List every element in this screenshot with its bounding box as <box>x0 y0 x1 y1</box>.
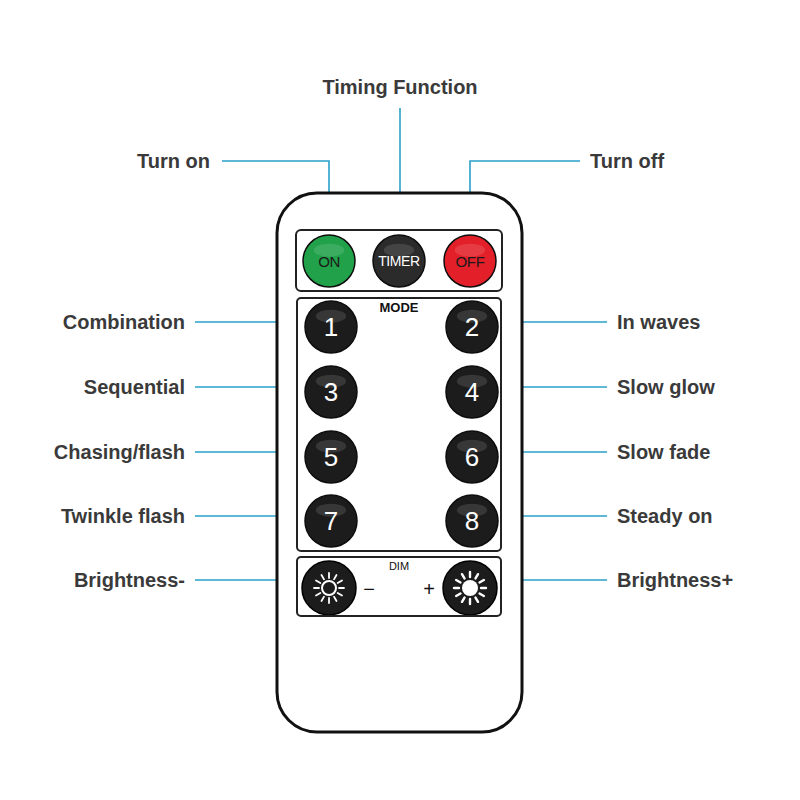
callout-label: Sequential <box>84 377 185 397</box>
button-circle <box>305 301 357 353</box>
callout-label: Slow fade <box>617 442 710 462</box>
mode-button: 2 <box>445 300 499 354</box>
button-label: 5 <box>324 444 338 470</box>
sun-ray <box>480 594 484 597</box>
button-circle <box>446 431 498 483</box>
button-circle <box>446 366 498 418</box>
dim-down-button <box>302 561 356 615</box>
mode-button: 1 <box>304 300 358 354</box>
button-label: 6 <box>465 444 479 470</box>
sun-ray <box>322 597 325 601</box>
button-circle <box>303 235 355 287</box>
callout-label: Brightness- <box>74 570 185 590</box>
remote-housing <box>277 193 522 732</box>
sun-ray <box>339 587 344 589</box>
sun-ray <box>316 593 320 596</box>
callout-label: Turn off <box>590 151 664 171</box>
mode-button: 3 <box>304 365 358 419</box>
panel-label: DIM <box>389 561 409 572</box>
button-label: TIMER <box>378 254 420 268</box>
button-label: 1 <box>324 314 338 340</box>
sun-ray <box>334 575 337 579</box>
callout-label: Chasing/flash <box>54 442 185 462</box>
callout-label: Slow glow <box>617 377 715 397</box>
sun-ray <box>334 597 337 601</box>
sun-ray <box>469 572 471 577</box>
sun-ray <box>314 587 319 589</box>
power-button-frame <box>296 230 502 291</box>
sun-ray <box>322 575 325 579</box>
sun-ray <box>476 574 479 578</box>
sun-ray <box>456 580 460 583</box>
button-circle <box>446 495 498 547</box>
callout-label: Twinkle flash <box>61 506 185 526</box>
button-label: 2 <box>465 314 479 340</box>
sun-ray <box>338 593 342 596</box>
sun-ray <box>462 598 465 602</box>
button-label: ON <box>318 254 340 269</box>
mode-panel: MODE 1 2 3 4 5 6 7 8 <box>296 297 502 552</box>
button-circle <box>444 235 496 287</box>
sun-ray <box>338 581 342 584</box>
callout-label: Combination <box>63 312 185 332</box>
dim-panel: DIM − + <box>296 556 502 617</box>
off-button: OFF <box>443 234 497 288</box>
sun-ray <box>456 594 460 597</box>
sun-ray <box>328 598 330 603</box>
panel-label: + <box>423 579 435 599</box>
callout-label: Turn on <box>137 151 210 171</box>
panel-label: MODE <box>380 301 419 314</box>
button-circle <box>305 495 357 547</box>
sun-ray <box>476 598 479 602</box>
sun-ray <box>316 581 320 584</box>
button-circle <box>305 366 357 418</box>
callout-label: Timing Function <box>322 77 477 97</box>
sun-ray <box>481 587 486 589</box>
sun-icon-filled <box>454 572 486 604</box>
button-circle <box>305 431 357 483</box>
callout-label: Brightness+ <box>617 570 733 590</box>
sun-ray <box>469 599 471 604</box>
button-circle <box>373 235 425 287</box>
button-label: 8 <box>465 508 479 534</box>
button-label: 7 <box>324 508 338 534</box>
mode-button: 5 <box>304 430 358 484</box>
callout-label: Steady on <box>617 506 713 526</box>
sun-ray <box>462 574 465 578</box>
button-label: OFF <box>456 254 485 269</box>
sun-ray <box>454 587 459 589</box>
mode-button: 6 <box>445 430 499 484</box>
button-circle <box>446 301 498 353</box>
mode-button: 8 <box>445 494 499 548</box>
on-button: ON <box>302 234 356 288</box>
timer-button: TIMER <box>372 234 426 288</box>
sun-icon-outline <box>314 573 344 603</box>
panel-label: − <box>363 579 375 599</box>
sun-ray <box>328 573 330 578</box>
mode-button: 4 <box>445 365 499 419</box>
button-label: 3 <box>324 379 338 405</box>
dim-up-button <box>443 561 497 615</box>
sun-ray <box>480 580 484 583</box>
button-label: 4 <box>465 379 479 405</box>
callout-label: In waves <box>617 312 700 332</box>
mode-button: 7 <box>304 494 358 548</box>
